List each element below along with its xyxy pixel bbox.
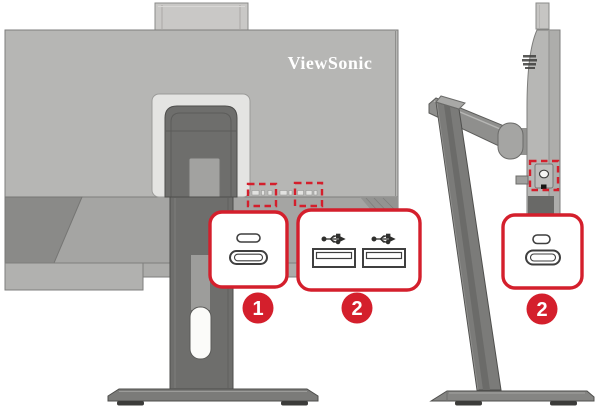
usb-trident-icon bbox=[371, 233, 396, 245]
slab-bottom-shadow bbox=[528, 196, 554, 218]
usb-c-port-large-icon bbox=[229, 250, 268, 265]
callout-badge-2 bbox=[341, 292, 373, 324]
side-stand-column bbox=[435, 95, 502, 391]
chin-lower-left bbox=[4, 262, 144, 291]
side-port-dot bbox=[541, 184, 547, 189]
usb-c-port-large-icon bbox=[525, 249, 561, 266]
dashed-box-usb-a bbox=[293, 181, 324, 208]
monitor-side-slab bbox=[515, 29, 561, 227]
usb-a-port-icon bbox=[362, 248, 406, 268]
side-stand-base bbox=[429, 390, 595, 406]
webcam-module bbox=[154, 2, 249, 31]
usb-c-port-small-icon bbox=[532, 234, 551, 245]
callout-badge-2-side-label: 2 bbox=[536, 299, 547, 321]
callout-badge-2-label: 2 bbox=[351, 298, 362, 320]
callout-badge-1-label: 1 bbox=[252, 298, 263, 320]
dashed-box-usb-c bbox=[246, 182, 278, 208]
stand-arm bbox=[164, 105, 238, 205]
stand-base-rear bbox=[107, 388, 319, 406]
webcam-side bbox=[535, 2, 550, 30]
callout-badge-1 bbox=[242, 292, 274, 324]
brand-logo: ViewSonic bbox=[288, 53, 373, 73]
callout-side-usb: 2 bbox=[501, 213, 584, 325]
side-nub bbox=[515, 175, 529, 185]
side-port-oval-icon bbox=[538, 169, 550, 179]
rear-view: ViewSonic 1 bbox=[4, 2, 422, 406]
callout-usb-c: 1 bbox=[208, 210, 289, 324]
side-port-tab bbox=[534, 163, 554, 189]
usb-trident-icon bbox=[321, 233, 346, 245]
side-hinge bbox=[497, 122, 528, 160]
usb-a-port-icon bbox=[312, 248, 356, 268]
usb-c-port-small-icon bbox=[236, 233, 261, 243]
callout-usb-a: 2 bbox=[296, 208, 422, 324]
side-view: 2 bbox=[428, 2, 595, 406]
cable-management-slot bbox=[189, 306, 212, 360]
dashed-box-side-port bbox=[528, 159, 560, 192]
callout-badge-2-side bbox=[526, 293, 558, 325]
side-logo-smudge bbox=[522, 55, 537, 69]
